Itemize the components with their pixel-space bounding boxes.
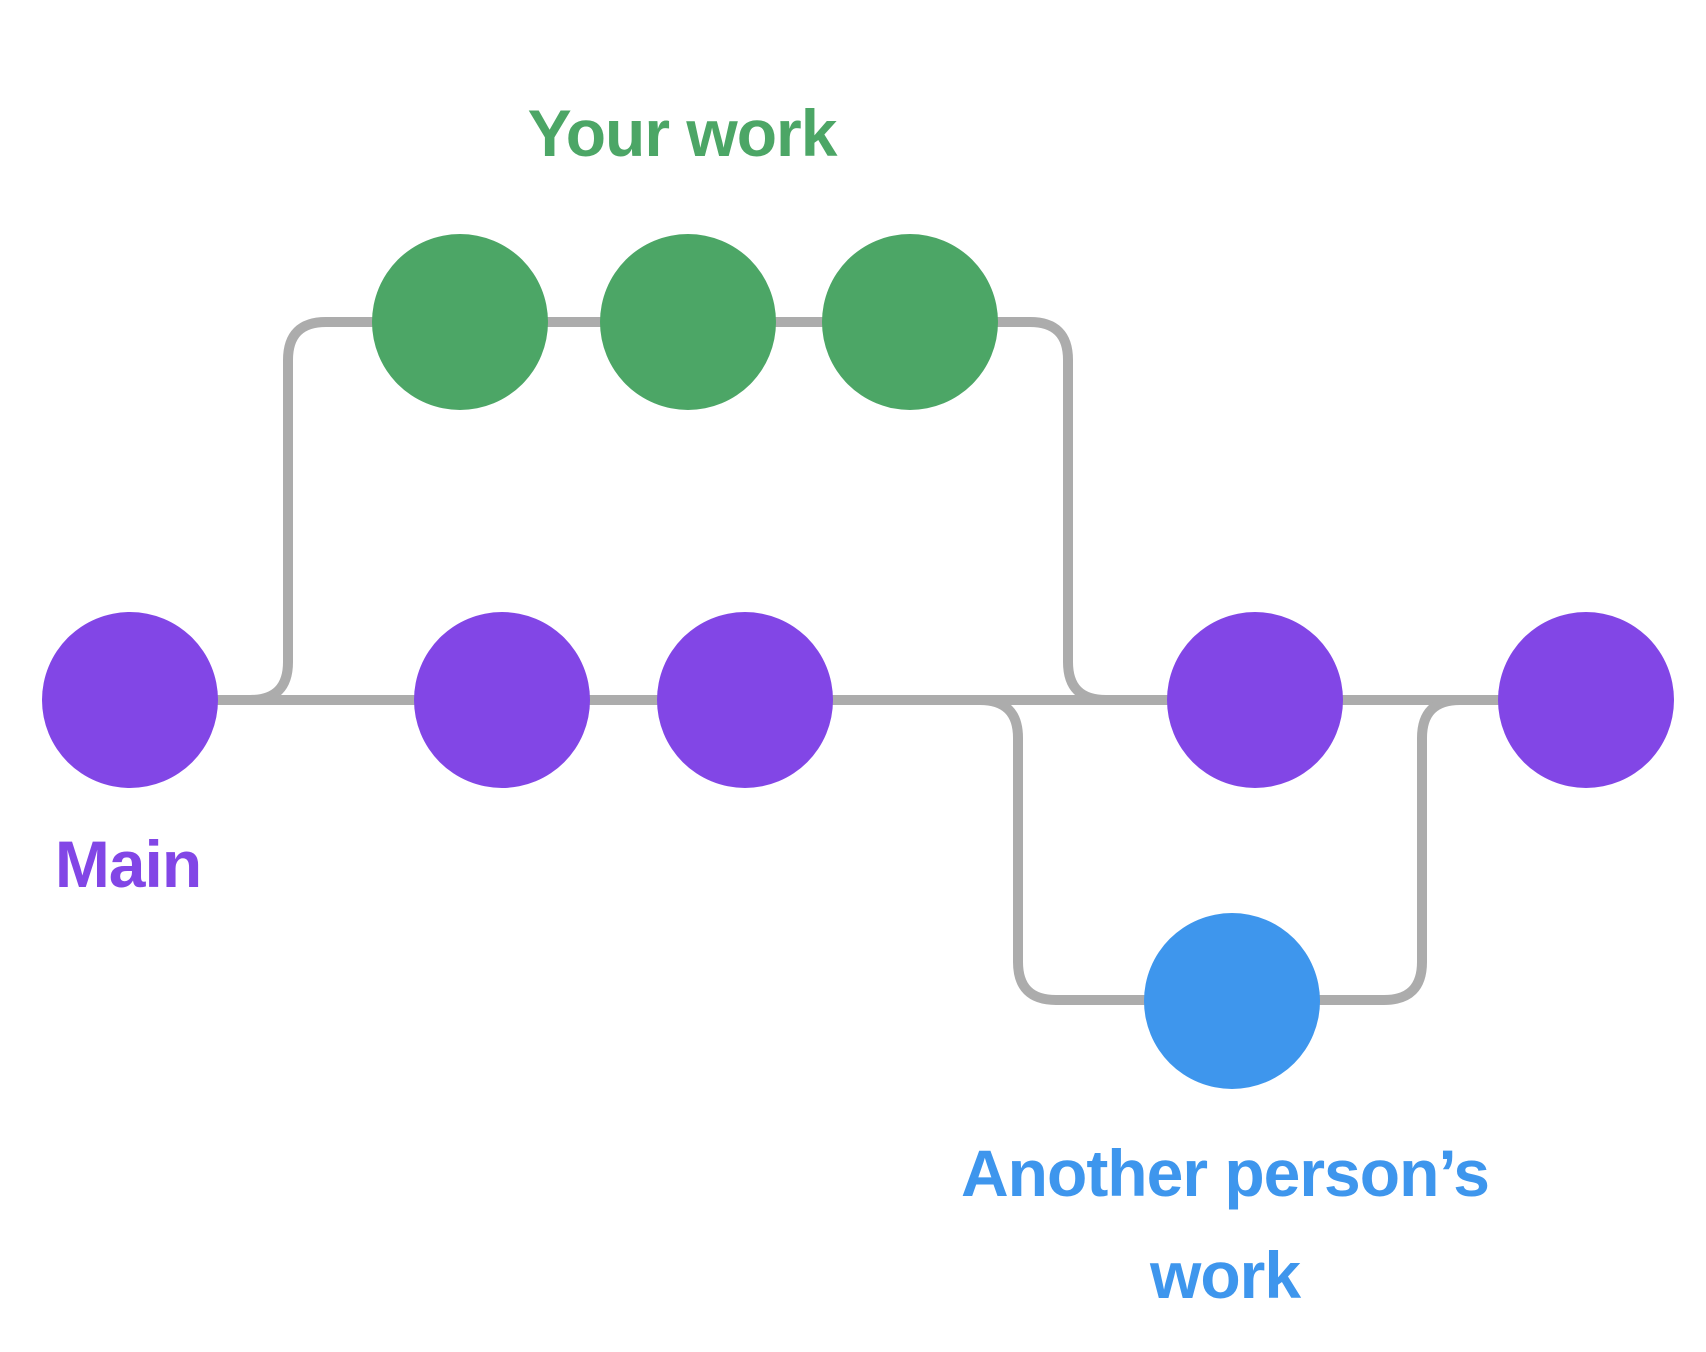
- main-commit-node: [414, 612, 590, 788]
- another-persons-work-label-line1: Another person’s: [961, 1136, 1490, 1210]
- main-branch-label: Main: [54, 827, 202, 901]
- main-commit-node: [1498, 612, 1674, 788]
- main-commit-node: [42, 612, 218, 788]
- another-persons-work-commit-node: [1144, 913, 1320, 1089]
- your-work-commit-node: [600, 234, 776, 410]
- your-work-branch-label: Your work: [527, 96, 838, 170]
- your-work-commit-node: [822, 234, 998, 410]
- main-commit-node: [657, 612, 833, 788]
- main-commit-node: [1167, 612, 1343, 788]
- your-work-commit-node: [372, 234, 548, 410]
- another-persons-work-label-line2: work: [1149, 1238, 1301, 1312]
- another-persons-work-branch-label: Another person’s work: [961, 1122, 1490, 1326]
